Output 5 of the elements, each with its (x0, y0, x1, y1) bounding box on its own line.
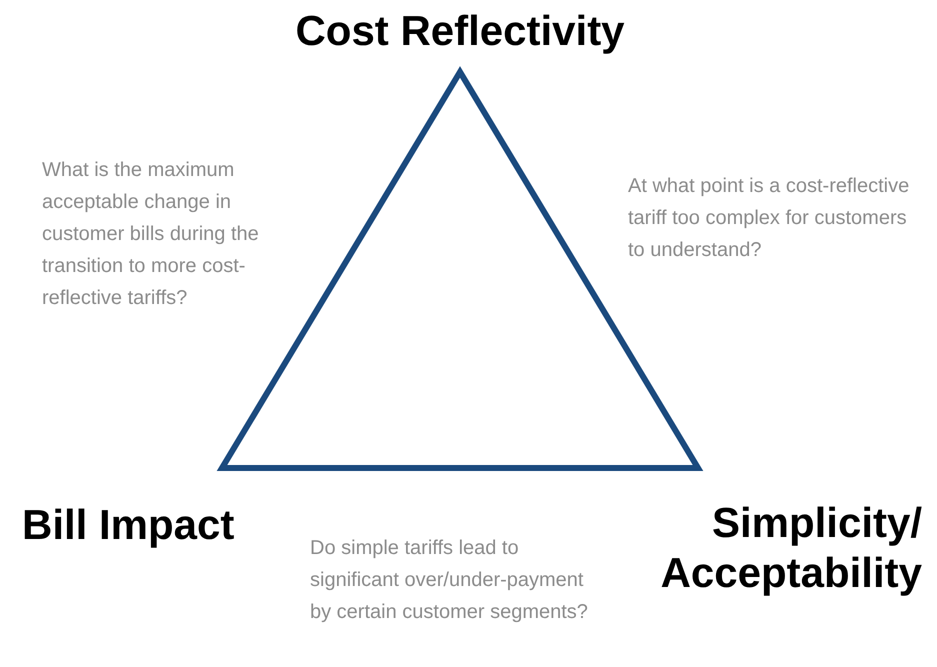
vertex-label: Simplicity/ Acceptability (660, 498, 922, 598)
question-text: What is the maximum acceptable change in customer bills during the transition to more cost-reflective tariffs? (42, 158, 260, 311)
vertex-label: Cost Reflectivity (294, 6, 626, 56)
question-text: At what point is a cost-reflective tariff too complex for customers to understand? (628, 174, 910, 263)
question-text: Do simple tariffs lead to significant over/under-payment by certain customer segments? (310, 536, 589, 625)
